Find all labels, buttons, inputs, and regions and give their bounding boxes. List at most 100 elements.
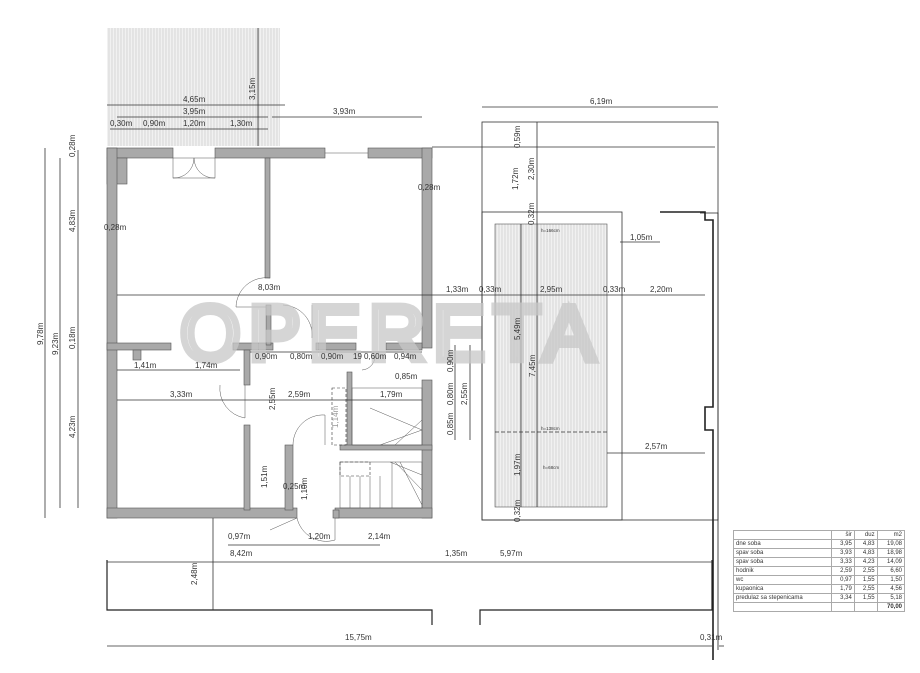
dim-label: 0,32m (513, 499, 522, 522)
dim-label: 0,30m (110, 119, 133, 128)
dim-label: 8,03m (258, 283, 281, 292)
dim-label: 2,48m (190, 562, 199, 585)
table-header: šir (831, 530, 855, 540)
dim-label: 1,74m (195, 361, 218, 370)
dim-label: 1,10m (300, 477, 309, 500)
room-name: wc (732, 575, 833, 585)
length: 2,55 (853, 566, 878, 576)
dim-label: 3,95m (183, 107, 206, 116)
dim-label: 3,93m (333, 107, 356, 116)
dim-label: 4,65m (183, 95, 206, 104)
room-name: predulaz sa stepenicama (732, 593, 833, 603)
dim-label: 2,59m (288, 390, 311, 399)
house-walls (106, 147, 433, 519)
dim-label: 0,28m (68, 134, 77, 157)
area: 6,60 (876, 566, 906, 576)
area: 1,50 (876, 575, 906, 585)
dim-label: 2,95m (540, 285, 563, 294)
dim-label: 1,97m (513, 453, 522, 476)
dim-label: 2,14m (368, 532, 391, 541)
dim-label: 0,97m (228, 532, 251, 541)
dim-label: 2,57m (645, 442, 668, 451)
table-header (732, 530, 833, 540)
dim-label: 6,19m (590, 97, 613, 106)
dim-label: 0,90m (255, 352, 278, 361)
table-header: duz (853, 530, 878, 540)
dim-label: 0,80m (290, 352, 313, 361)
dim-label: 0,25m (283, 482, 306, 491)
length: 1,55 (853, 575, 878, 585)
dim-label: 9,78m (36, 322, 45, 345)
dim-label: 1,79m (380, 390, 403, 399)
watermark: OPERETA (180, 289, 603, 377)
dim-label: 0,28m (418, 183, 441, 192)
site-lines (106, 518, 724, 647)
area: 5,18 (876, 593, 906, 603)
terrace-hatched (107, 28, 280, 146)
dim-label: 4,83m (68, 209, 77, 232)
dimension-lines (44, 104, 718, 546)
dim-label: 2,20m (650, 285, 673, 294)
width: 3,34 (831, 593, 855, 603)
dim-label: 0,80m (446, 382, 455, 405)
length: 4,83 (853, 539, 878, 549)
dim-label: 1,41m (134, 361, 157, 370)
dim-label: 3,33m (170, 390, 193, 399)
table-total-row: 70,00 (732, 602, 906, 612)
dim-label: 2,55m (460, 382, 469, 405)
dim-label: 8,42m (230, 549, 253, 558)
room-name: spav soba (732, 557, 833, 567)
length: 1,55 (853, 593, 878, 603)
dim-label: 1,05m (630, 233, 653, 242)
table-header-row: šir duz m2 (732, 530, 906, 540)
dim-label: h=166cm (541, 228, 560, 233)
width: 3,33 (831, 557, 855, 567)
area: 18,98 (876, 548, 906, 558)
dim-label: 2,55m (268, 387, 277, 410)
dimension-labels: 4,65m 3,95m 0,30m 0,90m 1,20m 1,30m 3,93… (36, 77, 723, 642)
area: 19,08 (876, 539, 906, 549)
dim-label: 2,30m (527, 157, 536, 180)
dim-label: 1,20m (183, 119, 206, 128)
total-area: 70,00 (876, 602, 906, 612)
dim-label: 7,45m (528, 354, 537, 377)
dim-label: 0,85m (395, 372, 418, 381)
dim-label: 1,33m (446, 285, 469, 294)
length: 2,55 (853, 584, 878, 594)
dim-label: 1,20m (308, 532, 331, 541)
width: 0,97 (831, 575, 855, 585)
pool-area (432, 121, 719, 660)
dim-label: 0,33m (479, 285, 502, 294)
doors (172, 157, 376, 542)
dim-label: 3,15m (248, 77, 257, 100)
width: 2,59 (831, 566, 855, 576)
dim-label: 0,28m (104, 223, 127, 232)
width: 3,95 (831, 539, 855, 549)
dim-label: 0,85m (446, 412, 455, 435)
dim-label: 0,90m (446, 349, 455, 372)
dim-label: 15,75m (345, 633, 372, 642)
room-name: hodnik (732, 566, 833, 576)
dim-label: 1,35m (445, 549, 468, 558)
dim-label: 0,60m (364, 352, 387, 361)
dim-label: 0,90m (321, 352, 344, 361)
dim-label: 0,18m (68, 326, 77, 349)
dim-label: 0,33m (603, 285, 626, 294)
dim-label: 5,97m (500, 549, 523, 558)
area: 4,56 (876, 584, 906, 594)
room-name: dne soba (732, 539, 833, 549)
staircase (331, 387, 423, 509)
dim-label: 19 (353, 352, 362, 361)
dim-label: 9,23m (51, 332, 60, 355)
length: 4,83 (853, 548, 878, 558)
dim-label: h=138cm (541, 426, 560, 431)
room-name: kupaonica (732, 584, 833, 594)
dim-label: 0,32m (527, 202, 536, 225)
